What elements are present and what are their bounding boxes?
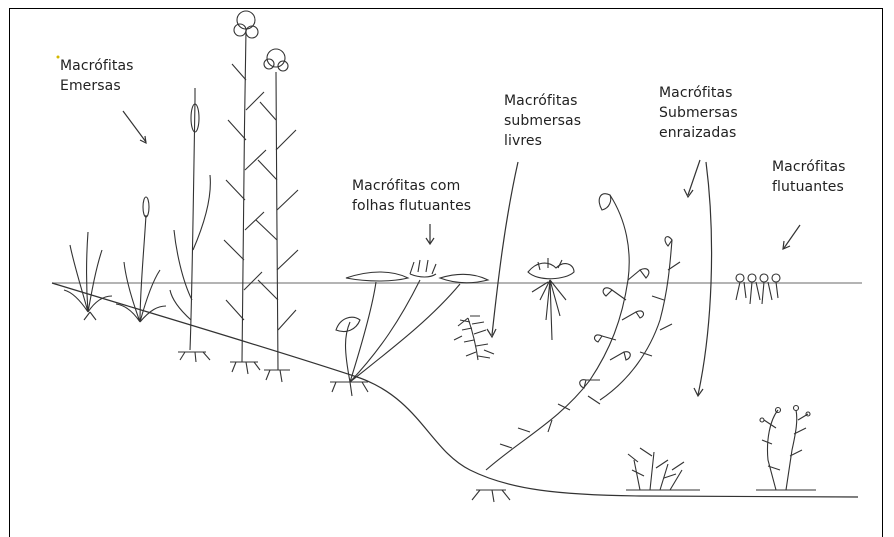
label-macrofitas-folhas-flutuantes: Macrófitas com folhas flutuantes [352, 176, 471, 216]
arrow-submersas-livres [492, 162, 518, 335]
arrows [123, 111, 800, 396]
arrow-flutuantes [784, 225, 800, 248]
arrowhead-submersas-livres [487, 329, 496, 337]
rooted-submerged-plants [472, 194, 816, 502]
label-macrofitas-submersas-enraizadas: Macrófitas Submersas enraizadas [659, 83, 738, 143]
floating-plants [736, 274, 780, 304]
arrow-enraizadas-1 [688, 160, 700, 195]
free-submerged-plants [454, 258, 574, 360]
arrow-emersas [123, 111, 146, 142]
arrow-enraizadas-2 [698, 162, 712, 395]
label-macrofitas-flutuantes: Macrófitas flutuantes [772, 157, 846, 197]
label-macrofitas-submersas-livres: Macrófitas submersas livres [504, 91, 581, 151]
label-macrofitas-emersas: Macrófitas Emersas [60, 56, 134, 96]
lake-bottom [52, 283, 858, 497]
